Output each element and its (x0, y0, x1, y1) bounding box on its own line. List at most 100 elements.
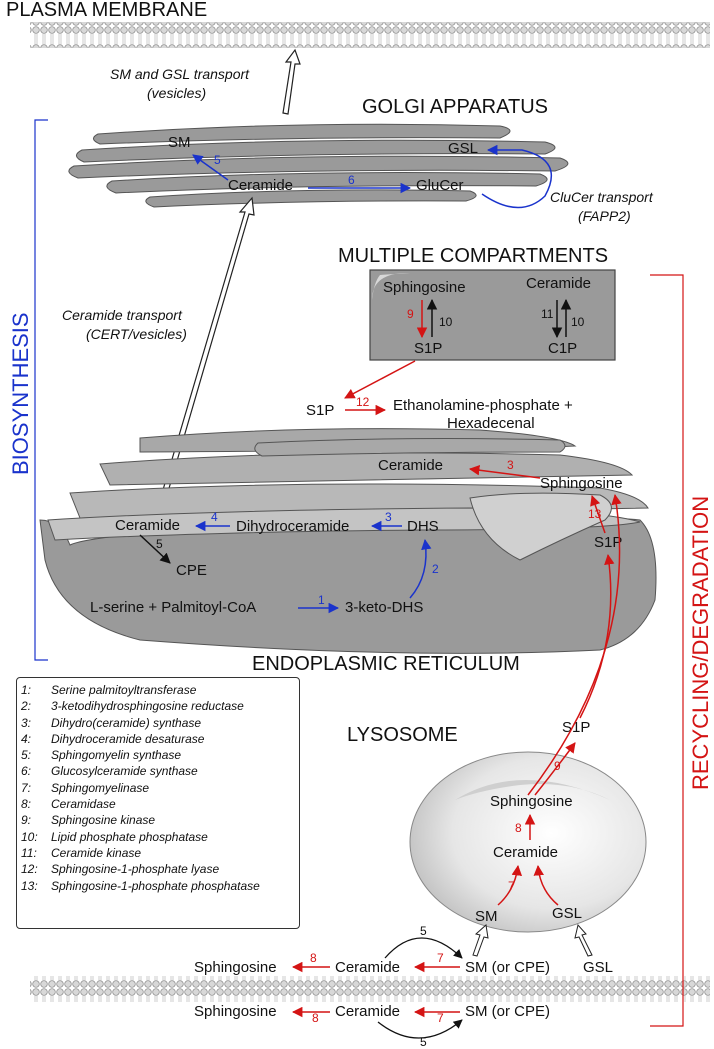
legend-number: 4: (21, 731, 32, 746)
er-s1p-top: S1P (306, 402, 334, 419)
pm-sphingosine-2: Sphingosine (194, 1003, 277, 1020)
box-s1p: S1P (414, 340, 442, 357)
er-step-12: 12 (356, 395, 370, 409)
arrow-sph-to-s1p-lyso (534, 742, 576, 796)
er-step-1: 1 (318, 593, 325, 607)
er-step-3-red: 3 (507, 458, 514, 472)
legend-item: 2: 3-ketodihydrosphingosine reductase (21, 698, 295, 714)
legend-number: 3: (21, 715, 32, 730)
legend-item: 4:Dihydroceramide desaturase (21, 731, 295, 747)
pm-gsl: GSL (583, 959, 613, 976)
arrow-s1p-out (344, 360, 416, 399)
er-step-4: 4 (211, 510, 218, 524)
golgi-glucer: GluCer (416, 177, 464, 194)
box-step-10b: 10 (571, 315, 585, 329)
legend-number: 1: (21, 683, 32, 697)
box-c1p: C1P (548, 340, 577, 357)
multiple-compartments-box (369, 269, 616, 361)
endoplasmic-reticulum (39, 428, 657, 654)
arrow-s1p-to-sph (590, 495, 606, 534)
lyso-gsl: GSL (552, 905, 582, 922)
legend-enzyme: Lipid phosphate phosphatase (51, 829, 208, 844)
arrow-keto-to-dhs (409, 538, 432, 599)
legend-item: 7: Sphingomyelinase (21, 780, 295, 796)
er-ethanolamine: Ethanolamine-phosphate + (393, 397, 573, 414)
legend-enzyme: Sphingosine-1-phosphate phosphatase (51, 878, 260, 893)
legend-number: 7: (21, 780, 32, 795)
er-ceramide-left: Ceramide (115, 517, 180, 534)
legend-item: 3: Dihydro(ceramide) synthase (21, 715, 295, 731)
plasma-membrane-bottom (30, 976, 710, 1002)
legend-number: 9: (21, 813, 32, 828)
legend-enzyme: Sphingosine kinase (51, 813, 156, 828)
legend-number: 13: (21, 878, 38, 893)
plasma-membrane-title: PLASMA MEMBRANE (6, 0, 207, 21)
legend-number: 5: (21, 748, 32, 763)
endocytosis-arrow-sm (472, 924, 489, 957)
box-ceramide: Ceramide (526, 275, 591, 292)
pm-ceramide-1: Ceramide (335, 959, 400, 976)
golgi-ceramide: Ceramide (228, 177, 293, 194)
legend-item: 13: Sphingosine-1-phosphate phosphatase (21, 878, 295, 894)
er-cpe: CPE (176, 562, 207, 579)
pm-sm-1: SM (or CPE) (465, 959, 550, 976)
legend-item: 5:Sphingomyelin synthase (21, 747, 295, 763)
legend-item: 12: Sphingosine-1-phosphate lyase (21, 861, 295, 877)
er-step-2: 2 (432, 562, 439, 576)
plasma-membrane-top (30, 22, 710, 48)
golgi-gsl: GSL (448, 140, 478, 157)
golgi-step-5: 5 (214, 153, 221, 167)
legend-enzyme: Dihydro(ceramide) synthase (51, 715, 202, 730)
er-title: ENDOPLASMIC RETICULUM (252, 653, 520, 675)
arrow-ceramide-to-sm (192, 154, 229, 181)
lyso-sphingosine: Sphingosine (490, 793, 573, 810)
box-step-11: 11 (541, 307, 554, 321)
lyso-step-7: 7 (508, 879, 515, 893)
pm-step-8a: 8 (310, 951, 317, 965)
pm-step-7a: 7 (437, 951, 444, 965)
ceramide-transport-arrow (159, 196, 255, 503)
box-step-10a: 10 (439, 315, 453, 329)
legend-number: 10: (21, 829, 38, 844)
golgi-apparatus (68, 123, 569, 208)
legend-number: 11: (21, 845, 37, 860)
legend-enzyme: Ceramide kinase (51, 845, 142, 860)
legend-item: 11: Ceramide kinase (21, 845, 295, 861)
arrow-gsl-to-cer-lyso (533, 864, 559, 906)
er-sphingosine: Sphingosine (540, 475, 623, 492)
pm-step-5-bottom: 5 (420, 1035, 427, 1049)
box-sphingosine: Sphingosine (383, 279, 466, 296)
lyso-ceramide: Ceramide (493, 844, 558, 861)
legend-item: 1:Serine palmitoyltransferase (21, 682, 295, 698)
er-serine: L-serine + Palmitoyl-CoA (90, 599, 256, 616)
legend-enzyme: 3-ketodihydrosphingosine reductase (51, 699, 244, 714)
arrow-sph-to-ceramide (468, 464, 541, 479)
er-step-3-blue: 3 (385, 510, 392, 524)
pm-step-8b: 8 (312, 1011, 319, 1025)
sm-gsl-transport-sub: (vesicles) (147, 85, 206, 101)
glucer-transport-label: CluCer transport (550, 189, 654, 205)
lyso-s1p: S1P (562, 719, 590, 736)
legend-enzyme: Glucosylceramide synthase (51, 764, 198, 779)
er-hexadecenal: Hexadecenal (447, 415, 535, 432)
biosynthesis-bracket (34, 119, 48, 661)
biosynthesis-label: BIOSYNTHESIS (8, 312, 33, 475)
pm-step-7b: 7 (437, 1011, 444, 1025)
legend-number: 2: (21, 699, 32, 714)
arrow-cer-to-cpe (139, 534, 171, 564)
multiple-compartments-title: MULTIPLE COMPARTMENTS (338, 245, 608, 267)
legend-number: 8: (21, 797, 32, 812)
legend-number: 6: (21, 764, 32, 779)
er-s1p-right: S1P (594, 534, 622, 551)
legend-enzyme: Sphingosine-1-phosphate lyase (51, 862, 220, 877)
legend-enzyme: Sphingomyelinase (51, 780, 150, 795)
golgi-sm: SM (168, 134, 191, 151)
vesicle-transport-arrow (282, 48, 301, 115)
sm-gsl-transport-label: SM and GSL transport (110, 66, 250, 82)
lysosome (409, 751, 647, 933)
legend-number: 12: (21, 862, 38, 877)
er-keto-dhs: 3-keto-DHS (345, 599, 423, 616)
legend-item: 6: Glucosylceramide synthase (21, 763, 295, 779)
